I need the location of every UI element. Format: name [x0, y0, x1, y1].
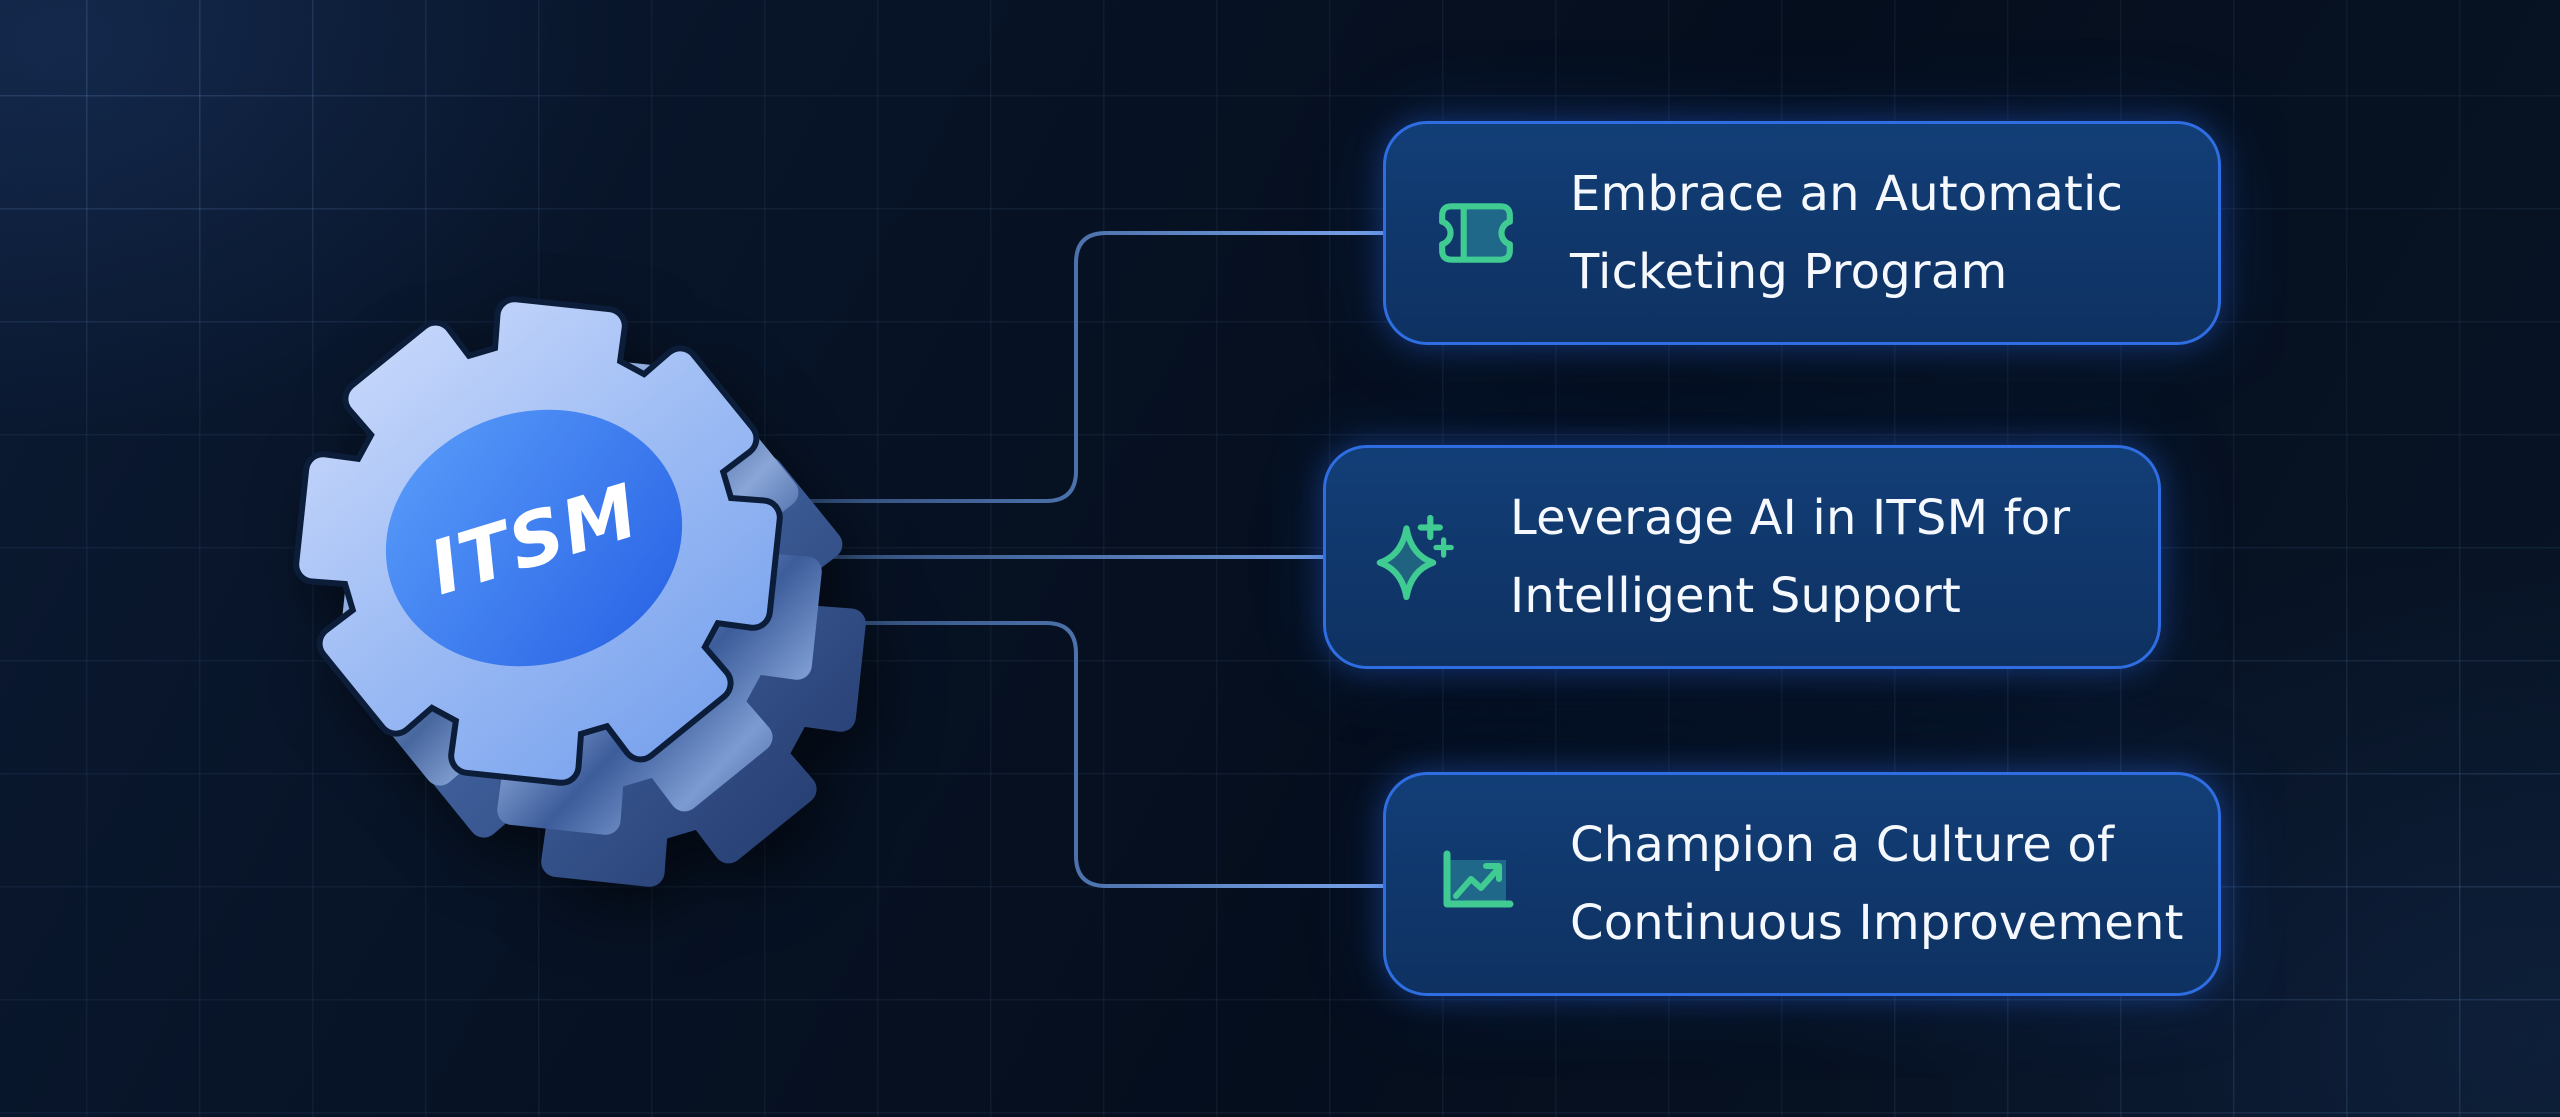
- card-title-line-1: Embrace an Automatic: [1570, 166, 2124, 222]
- ticket-icon: [1434, 202, 1518, 264]
- card-title-line-1: Leverage AI in ITSM for: [1510, 490, 2071, 546]
- card-ai-itsm: Leverage AI in ITSM for Intelligent Supp…: [1323, 445, 2161, 669]
- chart-trend-line: [1453, 867, 1500, 899]
- trend-chart-icon: [1434, 850, 1518, 918]
- card-title-line-2: Continuous Improvement: [1570, 895, 2184, 951]
- connector-line-improvement: [660, 621, 1386, 888]
- chart-trend-arrowhead: [1483, 863, 1502, 882]
- ai-sparkles-icon: [1374, 513, 1458, 601]
- ticket-body-fill: [1463, 206, 1510, 260]
- chart-axes: [1443, 850, 1514, 908]
- card-automatic-ticketing: Embrace an Automatic Ticketing Program: [1383, 121, 2221, 345]
- ticket-outline: [1439, 203, 1513, 263]
- card-title: Embrace an Automatic Ticketing Program: [1570, 155, 2123, 311]
- card-title-line-2: Ticketing Program: [1570, 244, 2008, 300]
- sparkle-plus-small: [1433, 537, 1454, 558]
- card-title: Champion a Culture of Continuous Improve…: [1570, 806, 2184, 962]
- itsm-gear: ITSM: [228, 243, 870, 909]
- card-title-line-2: Intelligent Support: [1510, 568, 1961, 624]
- card-continuous-improvement: Champion a Culture of Continuous Improve…: [1383, 772, 2221, 996]
- connector-line-ticketing: [660, 231, 1386, 503]
- card-title-line-1: Champion a Culture of: [1570, 817, 2115, 873]
- gear-hub: [385, 409, 683, 667]
- card-title: Leverage AI in ITSM for Intelligent Supp…: [1510, 479, 2070, 635]
- sparkle-star: [1376, 525, 1437, 601]
- sparkle-plus-large: [1417, 514, 1443, 541]
